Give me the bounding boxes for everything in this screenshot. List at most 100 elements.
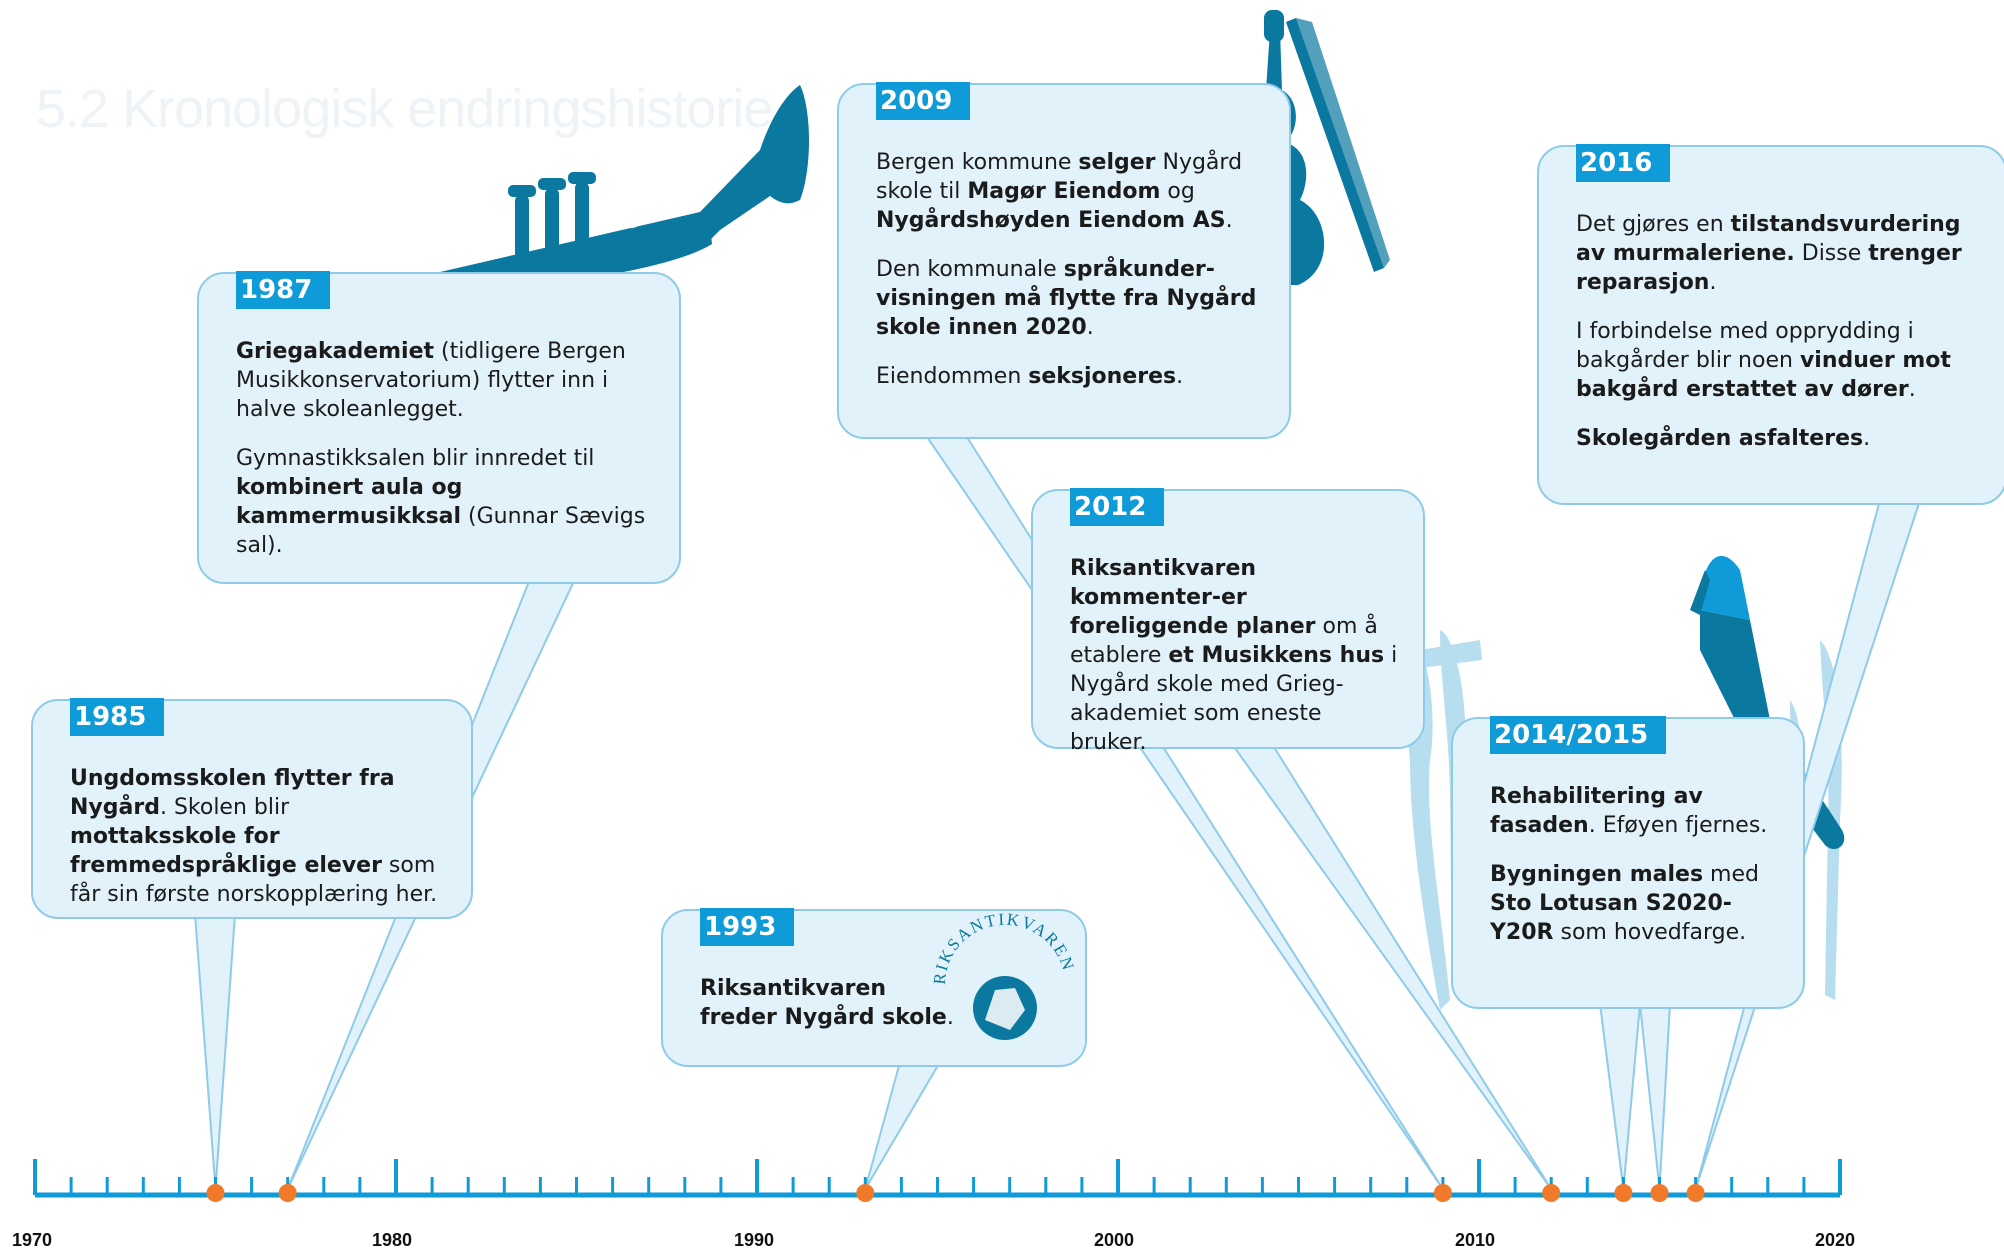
text-run: . — [1086, 315, 1094, 340]
event-paragraph: Riksantikvaren freder Nygård skole. — [700, 974, 966, 1032]
event-year: 2014/2015 — [1490, 716, 1667, 754]
bold-run: språkunder-visningen må flytte fra Nygår… — [876, 257, 1257, 340]
event-text: Griegakademiet (tidligere Bergen Musikko… — [236, 337, 660, 580]
text-run: om å etablere — [1070, 614, 1378, 668]
text-run: Eiendommen — [876, 364, 1029, 389]
text-run: Nygård skole til — [876, 150, 1243, 204]
bold-run: Rehabilitering av fasaden — [1490, 784, 1703, 838]
event-marker — [1433, 1184, 1452, 1202]
bold-run: kombinert aula og kammermusikksal — [236, 475, 463, 529]
bold-run: Riksantikvaren freder Nygård skole — [700, 976, 947, 1030]
event-marker — [1542, 1184, 1561, 1202]
callout-pointer — [1598, 1003, 1642, 1190]
text-run: Den kommunale — [876, 257, 1064, 282]
text-run: som hovedfarge. — [1553, 920, 1747, 945]
event-year: 1993 — [700, 908, 795, 946]
bold-run: tilstandsvurdering av murmaleriene. — [1576, 212, 1961, 266]
bold-run: trenger reparasjon — [1576, 241, 1962, 295]
callout-pointer — [193, 913, 237, 1190]
bold-run: Ungdomsskolen flytter fra Nygård — [70, 766, 395, 820]
axis-label: 2000 — [1094, 1230, 1135, 1250]
axis-label: 2010 — [1455, 1230, 1496, 1250]
text-run: Bergen kommune — [876, 150, 1079, 175]
event-text: Riksantikvaren freder Nygård skole. — [700, 974, 966, 1052]
event-marker — [206, 1184, 225, 1202]
axis-label: 1990 — [734, 1230, 775, 1250]
event-text: Ungdomsskolen flytter fra Nygård. Skolen… — [70, 764, 452, 929]
text-run: . — [1863, 426, 1871, 451]
event-paragraph: Bergen kommune selger Nygård skole til M… — [876, 148, 1270, 235]
text-run: (tidligere Bergen Musikkonservatorium) f… — [236, 339, 626, 422]
text-run: . — [946, 1005, 954, 1030]
bold-run: et Musikkens hus — [1168, 643, 1385, 668]
event-text: Riksantikvaren kommenter-er foreliggende… — [1070, 554, 1404, 777]
bold-run: mottaksskole for fremmedspråklige elever — [70, 824, 382, 878]
axis-label: 1980 — [372, 1230, 413, 1250]
bold-run: seksjoneres — [1028, 364, 1177, 389]
text-run: Disse — [1794, 241, 1869, 266]
event-bubble — [1537, 145, 2004, 505]
event-text: Bergen kommune selger Nygård skole til M… — [876, 148, 1270, 411]
event-paragraph: Bygningen males med Sto Lotusan S2020-Y2… — [1490, 860, 1784, 947]
event-paragraph: Rehabilitering av fasaden. Eføyen fjerne… — [1490, 782, 1784, 840]
bold-run: vinduer mot bakgård erstattet av dører — [1576, 348, 1951, 402]
text-run: Gymnastikksalen blir innredet til — [236, 446, 595, 471]
trumpet-icon — [400, 85, 809, 322]
event-paragraph: Griegakademiet (tidligere Bergen Musikko… — [236, 337, 660, 424]
text-run: . — [1709, 270, 1717, 295]
event-paragraph: Skolegården asfalteres. — [1576, 424, 1986, 453]
axis-label: 2020 — [1815, 1230, 1856, 1250]
event-bubble — [197, 272, 681, 584]
text-run: i Nygård skole med Grieg-akademiet som e… — [1070, 643, 1398, 755]
event-marker — [1686, 1184, 1705, 1202]
text-run: . — [1176, 364, 1184, 389]
bold-run: Griegakademiet — [236, 339, 435, 364]
event-year: 2009 — [876, 82, 971, 120]
text-run: I forbindelse med opprydding i bakgårder… — [1576, 319, 1914, 373]
callout-pointer — [1638, 1003, 1672, 1190]
event-marker — [856, 1184, 875, 1202]
text-run: . — [1908, 377, 1916, 402]
text-run: og — [1160, 179, 1195, 204]
page-title: 5.2 Kronologisk endringshistorie — [36, 79, 773, 139]
bold-run: Bygningen males — [1490, 862, 1704, 887]
event-year: 1987 — [236, 271, 331, 309]
text-run: som får sin første norskopplæring her. — [70, 853, 438, 907]
bold-run: Sto Lotusan S2020-Y20R — [1490, 891, 1732, 945]
bold-run: Riksantikvaren kommenter-er foreliggende… — [1070, 556, 1316, 639]
bold-run: Magør Eiendom — [967, 179, 1161, 204]
event-paragraph: Gymnastikksalen blir innredet til kombin… — [236, 444, 660, 560]
event-bubble — [31, 699, 473, 919]
callout-pointer — [864, 1061, 942, 1190]
event-year: 1985 — [70, 698, 165, 736]
bold-run: Nygårdshøyden Eiendom AS — [876, 208, 1226, 233]
event-paragraph: I forbindelse med opprydding i bakgårder… — [1576, 317, 1986, 404]
event-text: Rehabilitering av fasaden. Eføyen fjerne… — [1490, 782, 1784, 967]
text-run: . Skolen blir — [159, 795, 290, 820]
event-paragraph: Den kommunale språkunder-visningen må fl… — [876, 255, 1270, 342]
bold-run: selger — [1078, 150, 1156, 175]
bold-run: Skolegården asfalteres — [1576, 426, 1864, 451]
event-paragraph: Eiendommen seksjoneres. — [876, 362, 1270, 391]
event-bubble — [1031, 489, 1425, 749]
axis-label: 1970 — [12, 1230, 53, 1250]
event-text: Det gjøres en tilstandsvurdering av murm… — [1576, 210, 1986, 473]
text-run: . — [1225, 208, 1233, 233]
text-run: Det gjøres en — [1576, 212, 1731, 237]
event-year: 2012 — [1070, 488, 1165, 526]
event-paragraph: Det gjøres en tilstandsvurdering av murm… — [1576, 210, 1986, 297]
event-paragraph: Riksantikvaren kommenter-er foreliggende… — [1070, 554, 1404, 757]
event-marker — [1650, 1184, 1669, 1202]
event-bubble — [837, 83, 1291, 439]
event-marker — [1614, 1184, 1633, 1202]
text-run: (Gunnar Sævigs sal). — [236, 504, 646, 558]
event-year: 2016 — [1576, 144, 1671, 182]
